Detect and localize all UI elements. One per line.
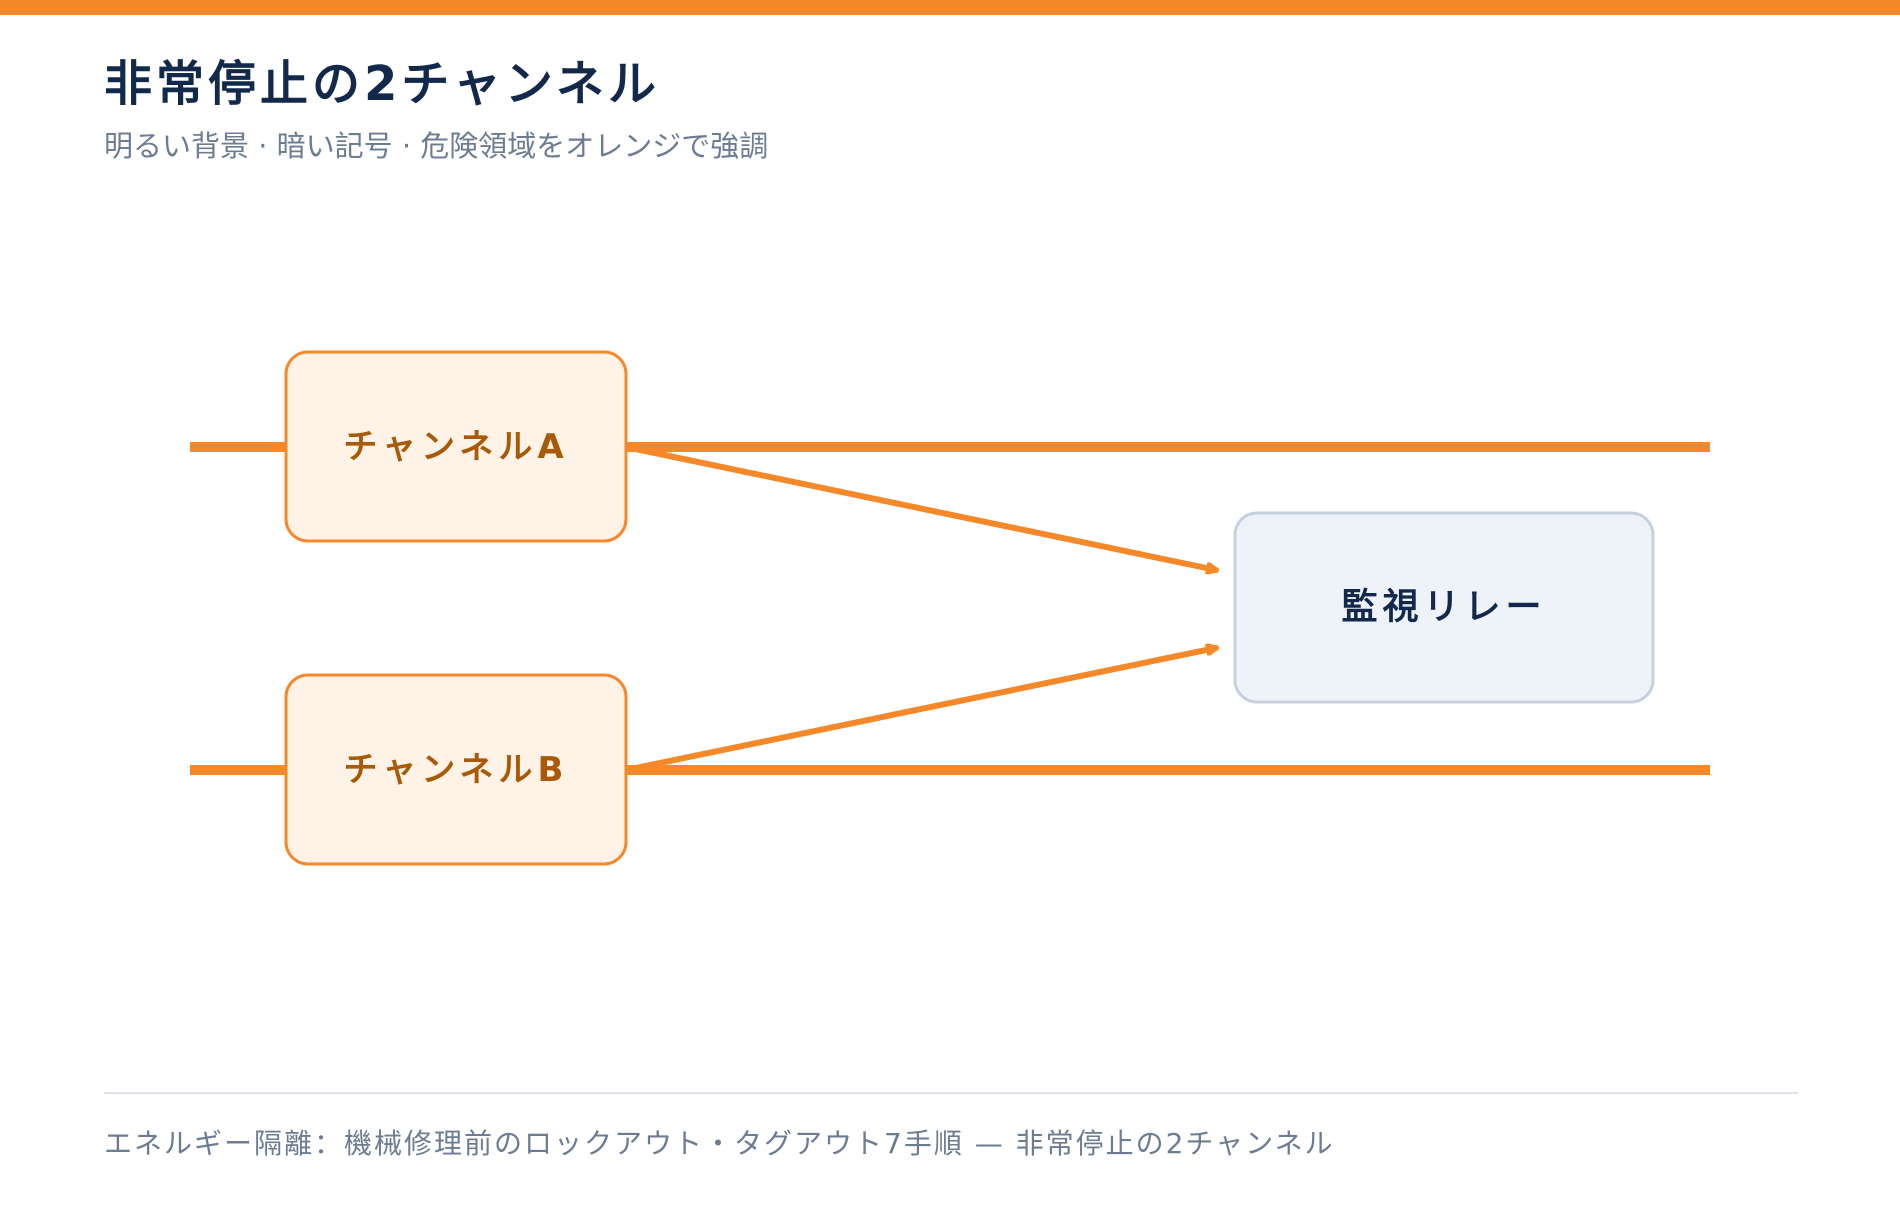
channel-b-label: チャンネルB — [344, 750, 569, 790]
channel-a-box — [284, 350, 628, 543]
channel-b-node: チャンネルB — [284, 673, 628, 866]
top-accent-bar — [0, 0, 1900, 15]
page-subtitle: 明るい背景 · 暗い記号 · 危険領域をオレンジで強調 — [104, 129, 769, 163]
arrow-channel-a-to-relay — [623, 444, 1219, 570]
footer-divider — [104, 1092, 1798, 1094]
channel-a-label: チャンネルA — [343, 427, 568, 467]
page-title: 非常停止の2チャンネル — [104, 56, 660, 112]
monitor-relay-box — [1233, 511, 1655, 704]
monitor-relay-node: 監視リレー — [1233, 511, 1655, 704]
channel-b-box — [284, 673, 628, 866]
channel-a-node: チャンネルA — [284, 350, 628, 543]
footer-caption: エネルギー隔離：機械修理前のロックアウト・タグアウト7手順 — 非常停止の2チャ… — [104, 1127, 1335, 1160]
monitor-relay-label: 監視リレー — [1341, 587, 1546, 628]
arrow-channel-b-to-relay — [623, 648, 1219, 773]
